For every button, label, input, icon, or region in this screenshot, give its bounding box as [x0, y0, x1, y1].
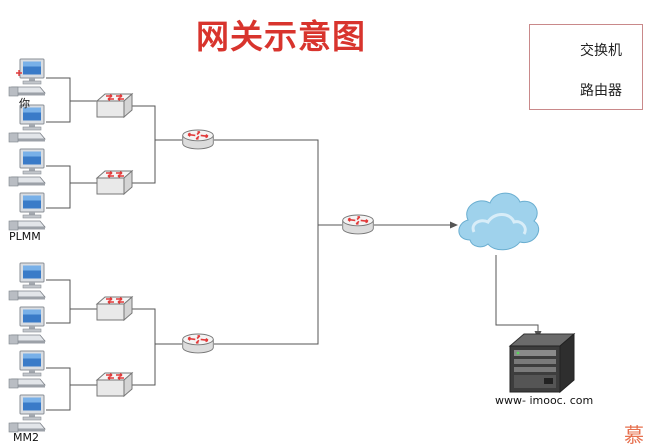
legend-switch-label: 交换机	[580, 43, 622, 59]
computer-icon	[8, 394, 46, 433]
red-plus-icon	[16, 70, 22, 76]
switch-icon	[96, 296, 133, 321]
computer-icon	[8, 306, 46, 345]
switch-icon	[96, 372, 133, 397]
server-icon	[508, 332, 576, 394]
computer-icon	[8, 148, 46, 187]
switch-icon	[96, 170, 133, 195]
cloud-icon	[458, 192, 540, 251]
legend-router-label: 路由器	[580, 83, 622, 99]
connection-lines	[46, 77, 542, 411]
watermark-logo: 慕	[624, 423, 644, 447]
pc-label-plmm: PLMM	[9, 230, 41, 243]
switch-icon	[96, 93, 133, 118]
router-icon	[341, 214, 375, 235]
computer-icon	[8, 350, 46, 389]
computer-icon	[8, 262, 46, 301]
pc-label-mm2: MM2	[13, 431, 39, 444]
legend-box	[529, 24, 643, 110]
pc-group-1	[8, 58, 46, 143]
pc-group-4	[8, 350, 46, 433]
server-label: www- imooc. com	[495, 394, 594, 407]
pc-group-2	[8, 148, 46, 231]
router-icon	[181, 129, 215, 150]
computer-icon	[8, 58, 46, 97]
computer-icon	[8, 192, 46, 231]
router-icon	[181, 333, 215, 354]
pc-group-3	[8, 262, 46, 345]
pc-label-you: 你	[19, 97, 30, 110]
page-title: 网关示意图	[196, 17, 366, 56]
